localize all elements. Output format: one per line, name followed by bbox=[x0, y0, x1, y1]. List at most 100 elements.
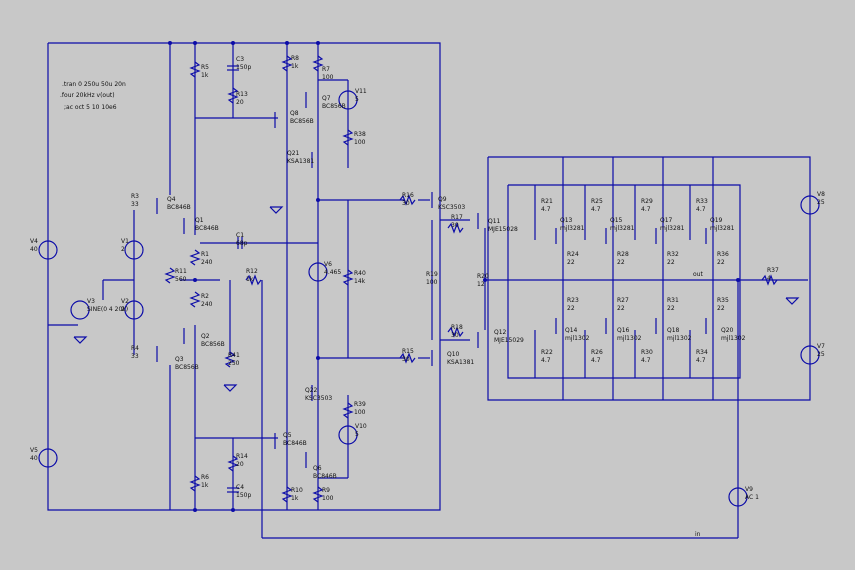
component-value: BC856B bbox=[175, 364, 199, 371]
component-value: 2 bbox=[121, 246, 125, 253]
component-ref: R31 bbox=[667, 297, 679, 304]
component-ref: V3 bbox=[87, 298, 95, 305]
component-ref: R33 bbox=[696, 198, 708, 205]
component-value: 33 bbox=[131, 353, 139, 360]
component-v2: V22 bbox=[121, 298, 129, 313]
component-ref: Q12 bbox=[494, 329, 507, 336]
component-ref: Q18 bbox=[667, 327, 680, 334]
component-value: 4 bbox=[767, 275, 771, 282]
component-value: 560 bbox=[175, 276, 187, 283]
component-value: SINE(0 4 20k) bbox=[87, 306, 128, 313]
component-ref: Q4 bbox=[167, 196, 176, 203]
component-value: 250 bbox=[228, 360, 240, 367]
component-value: BC846B bbox=[167, 204, 191, 211]
component-value: 150p bbox=[236, 492, 251, 499]
symbols bbox=[38, 41, 820, 512]
component-ref: Q14 bbox=[565, 327, 578, 334]
component-value: 100 bbox=[322, 495, 334, 502]
component-ref: Q3 bbox=[175, 356, 184, 363]
component-ref: R19 bbox=[426, 271, 438, 278]
component-value: 20 bbox=[236, 461, 244, 468]
component-ref: V9 bbox=[745, 486, 753, 493]
component-ref: V10 bbox=[355, 423, 367, 430]
component-value: 20 bbox=[236, 99, 244, 106]
directive-ac: ;ac oct 5 10 10e6 bbox=[64, 104, 117, 111]
component-value: mjl3281 bbox=[660, 225, 685, 232]
component-value: 4.465 bbox=[324, 269, 341, 276]
component-value: MJE15028 bbox=[488, 226, 518, 233]
component-value: 5 bbox=[355, 96, 359, 103]
component-ref: R11 bbox=[175, 268, 187, 275]
component-value: 12 bbox=[477, 281, 485, 288]
component-ref: Q9 bbox=[438, 196, 447, 203]
component-ref: Q17 bbox=[660, 217, 673, 224]
component-ref: R26 bbox=[591, 349, 603, 356]
component-value: 4.7 bbox=[541, 357, 551, 364]
component-ref: R28 bbox=[617, 251, 629, 258]
component-value: 22 bbox=[617, 259, 625, 266]
component-value: 22 bbox=[717, 259, 725, 266]
component-ref: Q1 bbox=[195, 217, 204, 224]
component-value: 4.7 bbox=[591, 357, 601, 364]
component-ref: R5 bbox=[201, 64, 209, 71]
component-ref: Q22 bbox=[305, 387, 318, 394]
component-value: 4.7 bbox=[641, 206, 651, 213]
component-value: 100 bbox=[426, 279, 438, 286]
component-ref: R24 bbox=[567, 251, 579, 258]
component-ref: R37 bbox=[767, 267, 779, 274]
component-value: 22 bbox=[667, 259, 675, 266]
component-value: 25 bbox=[817, 199, 825, 206]
component-value: BC846B bbox=[195, 225, 219, 232]
component-ref: R3 bbox=[131, 193, 139, 200]
component-ref: R41 bbox=[228, 352, 240, 359]
component-value: MJE15029 bbox=[494, 337, 524, 344]
component-value: 30 bbox=[402, 200, 410, 207]
component-ref: Q21 bbox=[287, 150, 300, 157]
component-ref: R7 bbox=[322, 66, 330, 73]
component-value: 4.7 bbox=[591, 206, 601, 213]
component-ref: Q13 bbox=[560, 217, 573, 224]
component-ref: R15 bbox=[402, 348, 414, 355]
component-value: BC856B bbox=[322, 103, 346, 110]
component-value: 1k bbox=[246, 276, 254, 283]
component-ref: V7 bbox=[817, 343, 825, 350]
component-ref: Q20 bbox=[721, 327, 734, 334]
component-value: 1k bbox=[291, 63, 299, 70]
component-value: BC856B bbox=[290, 118, 314, 125]
component-ref: R32 bbox=[667, 251, 679, 258]
